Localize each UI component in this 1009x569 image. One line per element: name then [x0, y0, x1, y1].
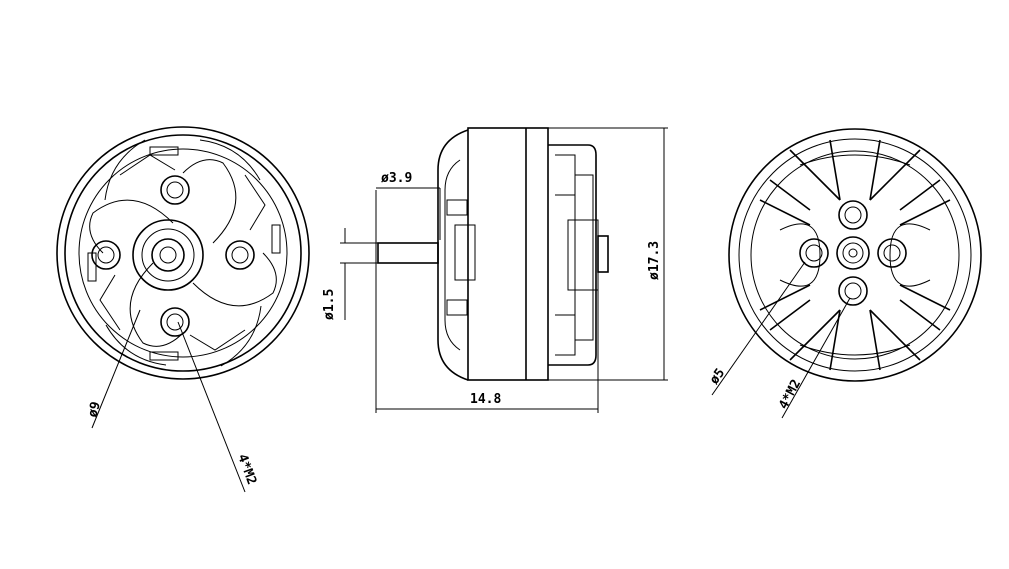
back-frame	[759, 139, 951, 371]
label-shaft-inner: ø1.5	[322, 289, 337, 320]
side-view: ø3.9 ø1.5 14.8 ø17.3	[322, 127, 668, 413]
front-screw-holes	[91, 175, 255, 337]
label-front-screws: 4*M2	[234, 452, 259, 487]
label-shaft-outer: ø3.9	[381, 171, 412, 186]
front-view	[56, 126, 310, 493]
label-body-diameter: ø17.3	[647, 241, 662, 280]
back-view	[711, 128, 982, 419]
label-front-diameter: ø9	[85, 400, 104, 419]
back-screw-holes	[799, 200, 907, 306]
label-body-length: 14.8	[470, 392, 501, 407]
front-arms	[89, 139, 277, 367]
label-back-screws: 4*M2	[776, 377, 804, 412]
label-back-diameter: ø5	[707, 366, 728, 387]
